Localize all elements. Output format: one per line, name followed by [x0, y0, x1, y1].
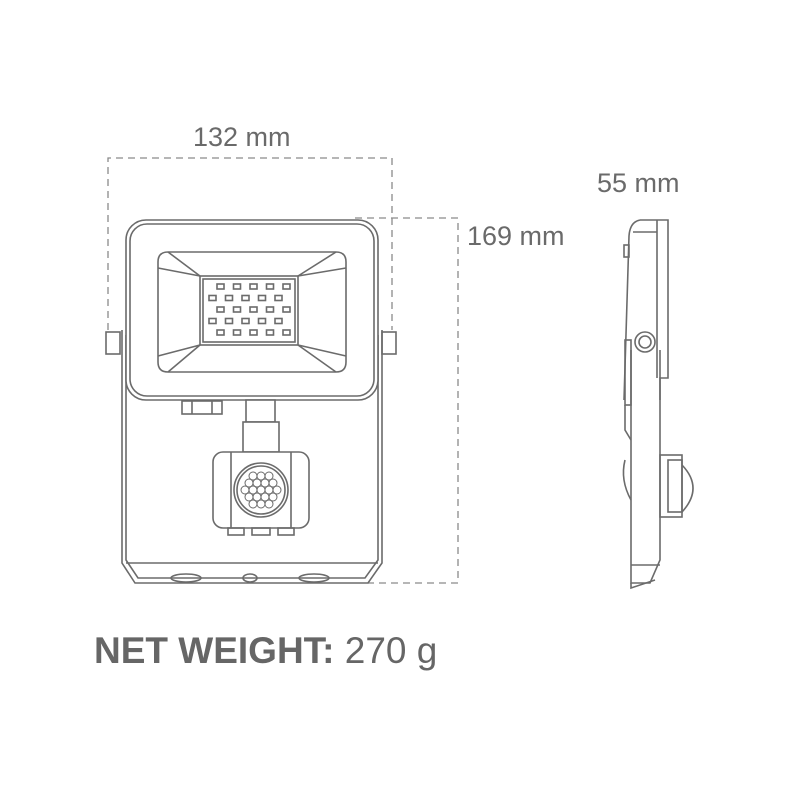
led-panel: [199, 275, 299, 346]
lens-cell: [272, 485, 282, 495]
led-chip: [249, 329, 258, 336]
bracket-bolt-right: [381, 331, 397, 355]
depth-label: 55 mm: [597, 168, 680, 198]
lens-cell: [264, 471, 274, 481]
side-view: [622, 219, 694, 590]
width-label: 132 mm: [193, 122, 291, 152]
led-chip: [282, 283, 291, 290]
mounting-bracket: [121, 330, 383, 584]
led-chip: [282, 306, 291, 313]
led-chip: [257, 294, 267, 302]
led-chip: [249, 283, 258, 290]
led-chip: [224, 294, 234, 302]
net-weight: NET WEIGHT: 270 g: [94, 630, 437, 672]
led-chip: [257, 317, 267, 325]
led-chip: [216, 306, 225, 313]
front-view: [105, 219, 397, 584]
led-chip: [282, 329, 291, 336]
lens-cell: [268, 478, 278, 488]
led-chip: [274, 294, 283, 302]
bracket-bolt-left: [105, 331, 121, 355]
led-chip: [241, 294, 250, 302]
sensor-arm: [245, 399, 276, 423]
net-weight-label: NET WEIGHT: [94, 630, 323, 671]
led-chip: [232, 329, 242, 336]
led-chip: [265, 306, 275, 313]
pir-lens: [233, 462, 289, 518]
cable-hole: [298, 573, 330, 583]
height-label: 169 mm: [467, 221, 565, 251]
led-chip: [249, 306, 258, 313]
net-weight-value: 270 g: [334, 630, 438, 671]
led-chip: [208, 294, 217, 302]
led-array: [208, 283, 291, 336]
pir-lens-pattern: [240, 471, 282, 509]
width-dimension-line: [107, 157, 393, 330]
cable-hole: [170, 573, 202, 583]
led-chip: [232, 283, 242, 290]
lens-cell: [264, 499, 274, 509]
led-chip: [265, 283, 275, 290]
led-chip: [274, 317, 283, 325]
housing-frame: [125, 219, 379, 401]
led-chip: [265, 329, 275, 336]
led-chip: [241, 317, 250, 325]
led-chip: [232, 306, 242, 313]
led-chip: [224, 317, 234, 325]
lens-cell: [268, 492, 278, 502]
cable-gland: [181, 400, 223, 415]
net-weight-separator: :: [322, 630, 335, 671]
height-dimension-line: [355, 217, 459, 584]
led-chip: [208, 317, 217, 325]
led-chip: [216, 329, 225, 336]
led-chip: [216, 283, 225, 290]
cable-hole: [242, 573, 258, 583]
